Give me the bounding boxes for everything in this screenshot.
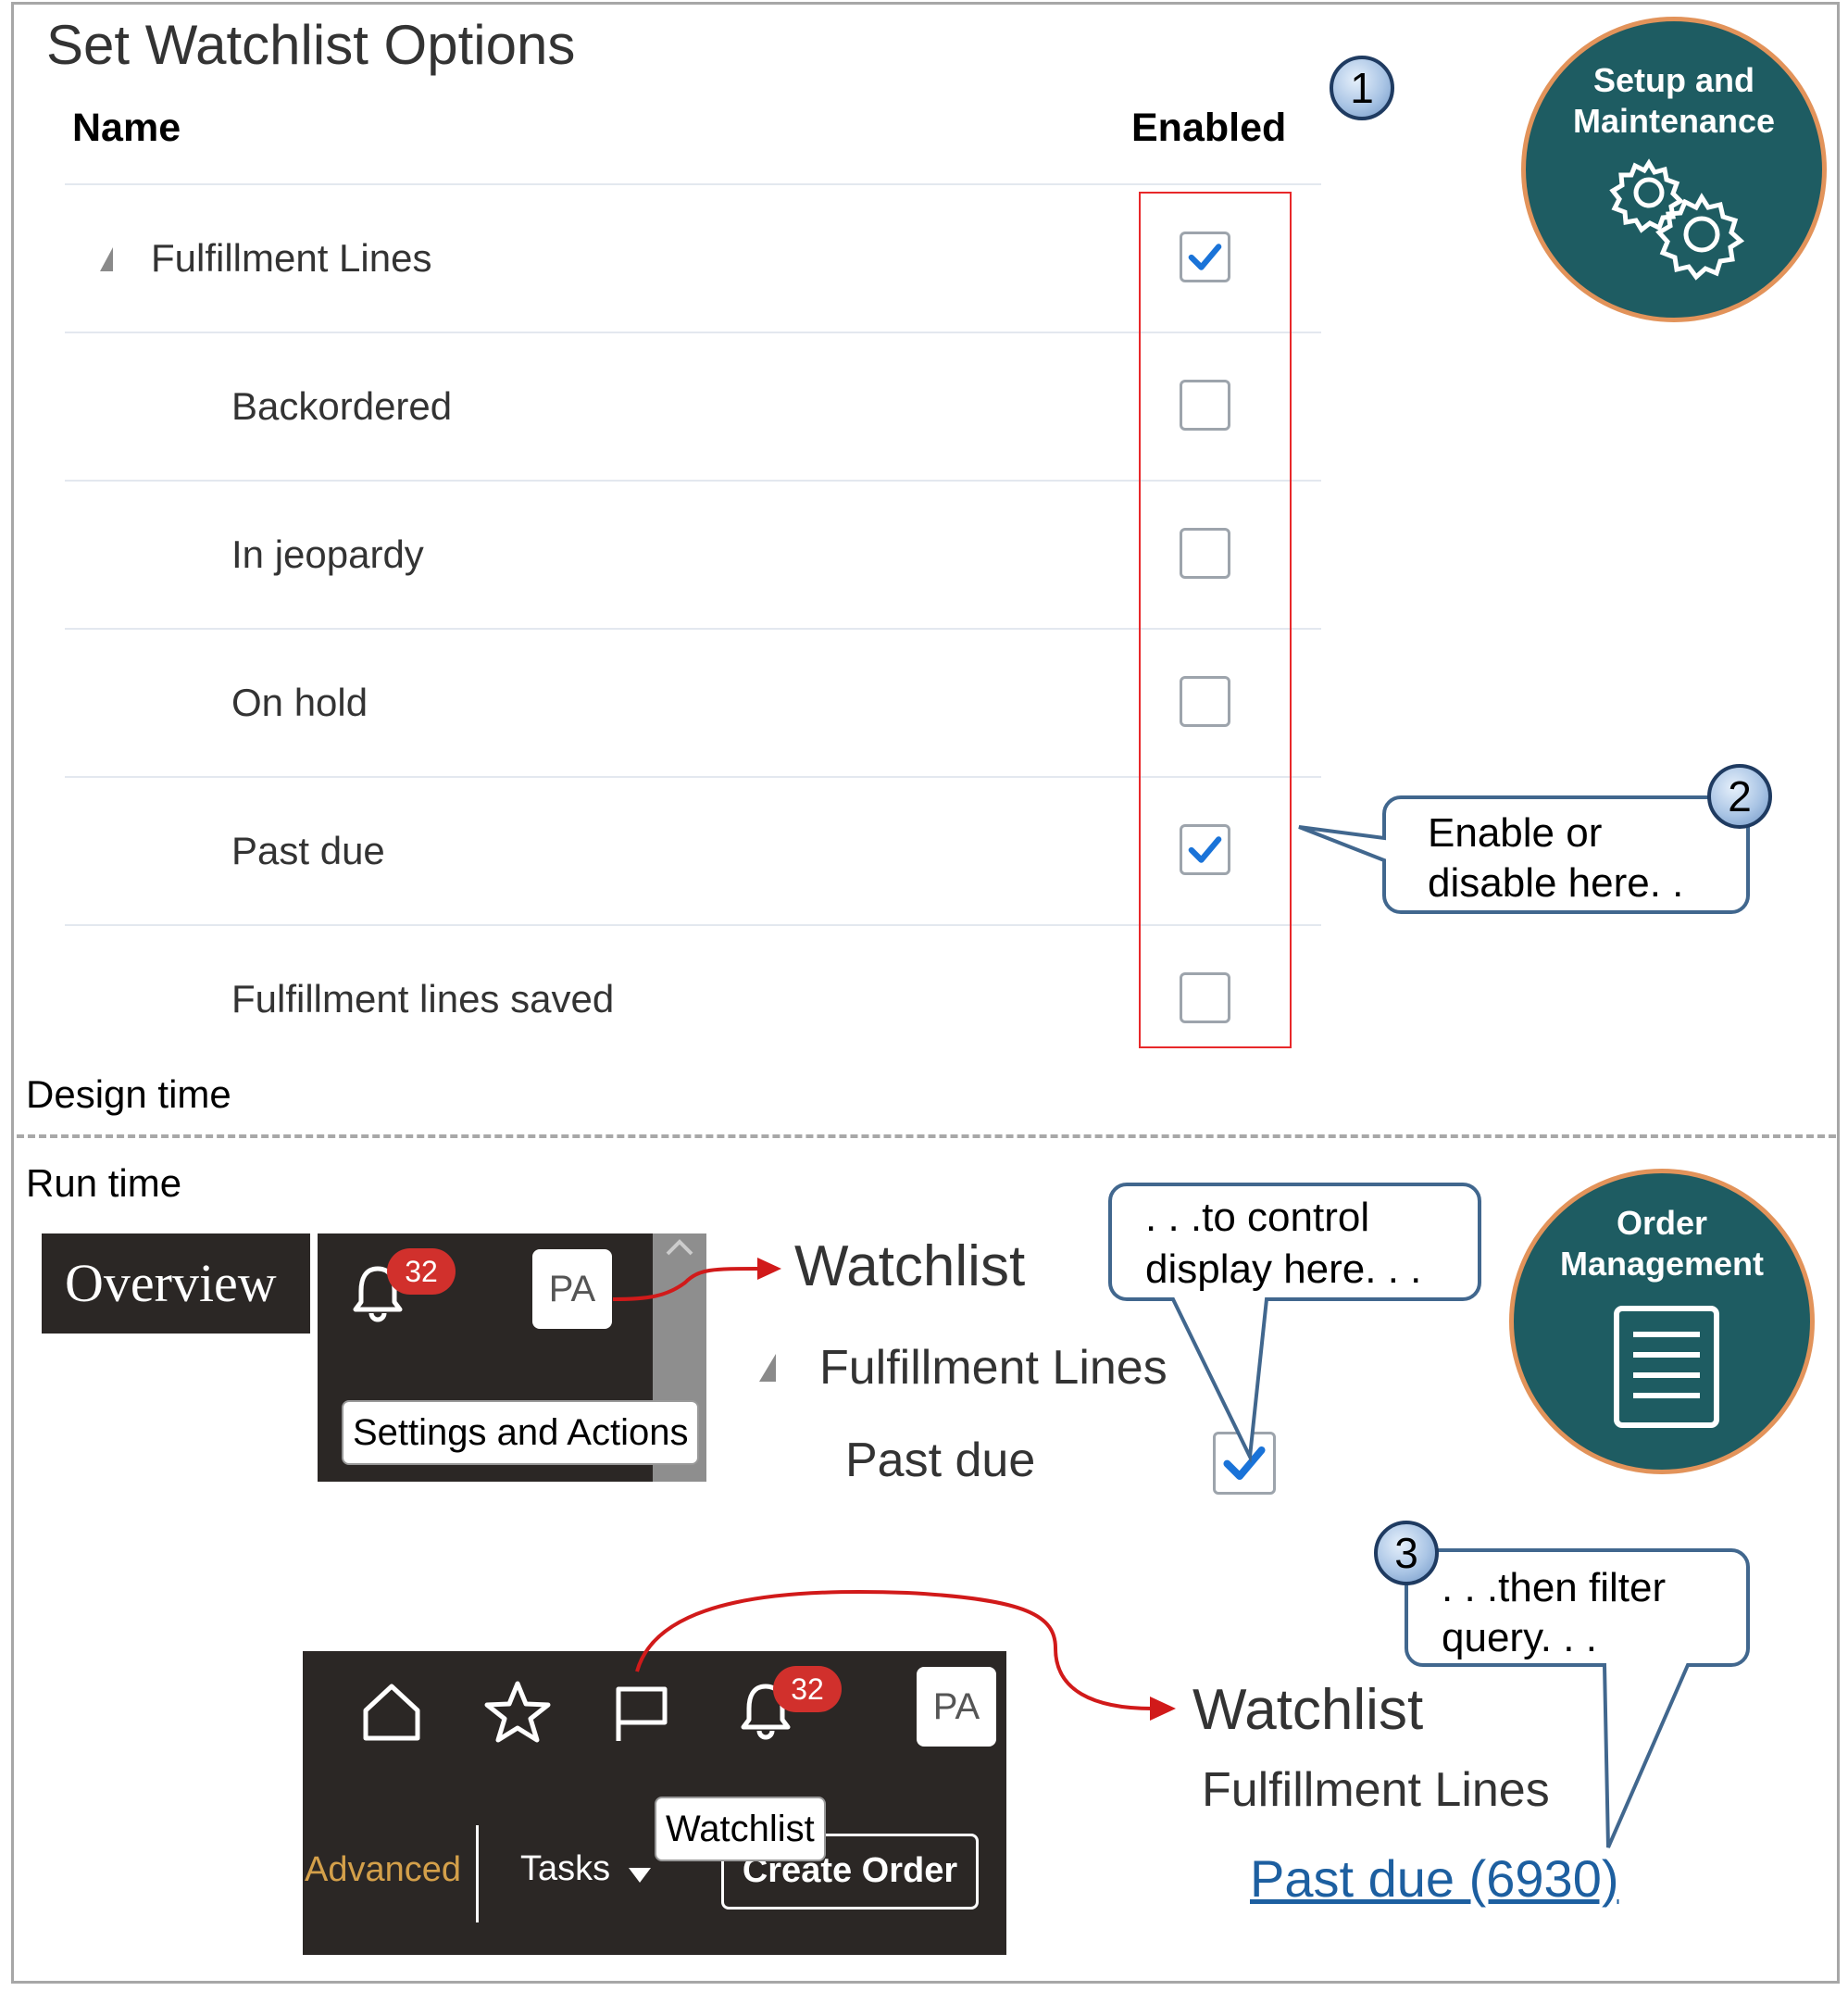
checkmark-icon (1188, 244, 1222, 270)
enabled-checkbox-fulfillment-lines-saved[interactable] (1180, 972, 1230, 1023)
watchlist-result-group: Fulfillment Lines (1202, 1763, 1550, 1817)
notification-count-badge: 32 (387, 1248, 456, 1295)
badge-label-line1: Order (1616, 1204, 1708, 1242)
step-2-marker: 2 (1707, 764, 1772, 829)
callout-control-line2: display here. . . (1145, 1246, 1422, 1292)
row-divider (65, 332, 1321, 333)
setup-and-maintenance-badge: Setup and Maintenance (1521, 17, 1827, 322)
tree-node-on-hold: On hold (231, 681, 368, 724)
notification-count-badge: 32 (773, 1666, 842, 1712)
page-title: Set Watchlist Options (46, 14, 576, 76)
tree-node-fulfillment-lines-saved: Fulfillment lines saved (231, 977, 615, 1021)
watchlist-result-title: Watchlist (1192, 1678, 1424, 1742)
figure-frame (11, 2, 1840, 1984)
user-avatar-button[interactable]: PA (532, 1249, 612, 1329)
badge-label-line2: Maintenance (1572, 102, 1776, 140)
tree-node-past-due: Past due (231, 829, 385, 872)
callout-enable-line1: Enable or (1428, 810, 1603, 856)
tree-node-in-jeopardy: In jeopardy (231, 532, 424, 576)
toolbar-separator (476, 1825, 479, 1922)
column-header-enabled: Enabled (1131, 106, 1287, 150)
section-divider (17, 1134, 1836, 1138)
overview-header: Overview (42, 1233, 310, 1334)
collapse-triangle-icon[interactable] (100, 247, 113, 271)
arrow-to-watchlist (612, 1258, 781, 1301)
badge-label-line2: Management (1559, 1245, 1765, 1283)
step-3-marker: 3 (1374, 1521, 1439, 1585)
row-divider (65, 480, 1321, 482)
checkmark-icon (1188, 836, 1222, 863)
watchlist-group-fulfillment-lines: Fulfillment Lines (819, 1341, 1167, 1395)
callout-bubble-control (1108, 1183, 1481, 1464)
enabled-checkbox-fulfillment-lines[interactable] (1180, 232, 1230, 282)
badge-label-line1: Setup and (1592, 61, 1754, 99)
order-header-toolbar: 32 PA Advanced Tasks Create Order Watchl… (303, 1651, 1006, 1955)
watchlist-flag-icon[interactable] (611, 1684, 672, 1745)
header-divider (65, 183, 1321, 185)
column-header-name: Name (72, 106, 181, 150)
overview-title: Overview (65, 1253, 277, 1313)
document-icon (1614, 1306, 1719, 1428)
watchlist-panel-title: Watchlist (794, 1234, 1026, 1298)
advanced-link[interactable]: Advanced (305, 1850, 462, 1889)
gears-icon (1609, 158, 1745, 281)
global-header: 32 PA Settings and Actions (318, 1233, 706, 1482)
enabled-checkbox-in-jeopardy[interactable] (1180, 528, 1230, 579)
run-time-label: Run time (26, 1161, 182, 1205)
row-divider (65, 628, 1321, 630)
callout-filter-line1: . . .then filter (1442, 1565, 1667, 1610)
callout-enable-line2: disable here. . (1428, 860, 1684, 906)
past-due-link[interactable]: Past due (6930) (1250, 1849, 1619, 1908)
checkmark-icon (1223, 1446, 1266, 1481)
collapse-triangle-icon[interactable] (759, 1354, 776, 1382)
chevron-down-icon[interactable] (627, 1866, 653, 1885)
user-avatar-button[interactable]: PA (917, 1667, 996, 1747)
step-1-marker: 1 (1330, 56, 1394, 120)
tasks-menu[interactable]: Tasks (520, 1849, 611, 1888)
enabled-checkbox-backordered[interactable] (1180, 380, 1230, 431)
scroll-up-icon[interactable] (664, 1237, 695, 1258)
tree-node-backordered: Backordered (231, 384, 453, 428)
tree-node-fulfillment-lines: Fulfillment Lines (151, 236, 432, 280)
callout-filter-line2: query. . . (1442, 1615, 1597, 1660)
home-icon[interactable] (358, 1679, 425, 1744)
row-divider (65, 776, 1321, 778)
watchlist-item-past-due[interactable]: Past due (845, 1434, 1036, 1487)
watchlist-tooltip: Watchlist (655, 1797, 826, 1861)
settings-and-actions-tooltip: Settings and Actions (342, 1400, 700, 1465)
enabled-checkbox-on-hold[interactable] (1180, 676, 1230, 727)
arrow-to-watchlist-result (635, 1589, 1176, 1721)
row-divider (65, 924, 1321, 926)
order-management-badge: Order Management (1509, 1169, 1815, 1474)
enabled-checkbox-past-due[interactable] (1180, 824, 1230, 875)
enabled-column-highlight (1139, 192, 1292, 1048)
favorites-star-icon[interactable] (483, 1679, 552, 1744)
callout-control-line1: . . .to control (1145, 1195, 1370, 1240)
design-time-label: Design time (26, 1072, 231, 1116)
